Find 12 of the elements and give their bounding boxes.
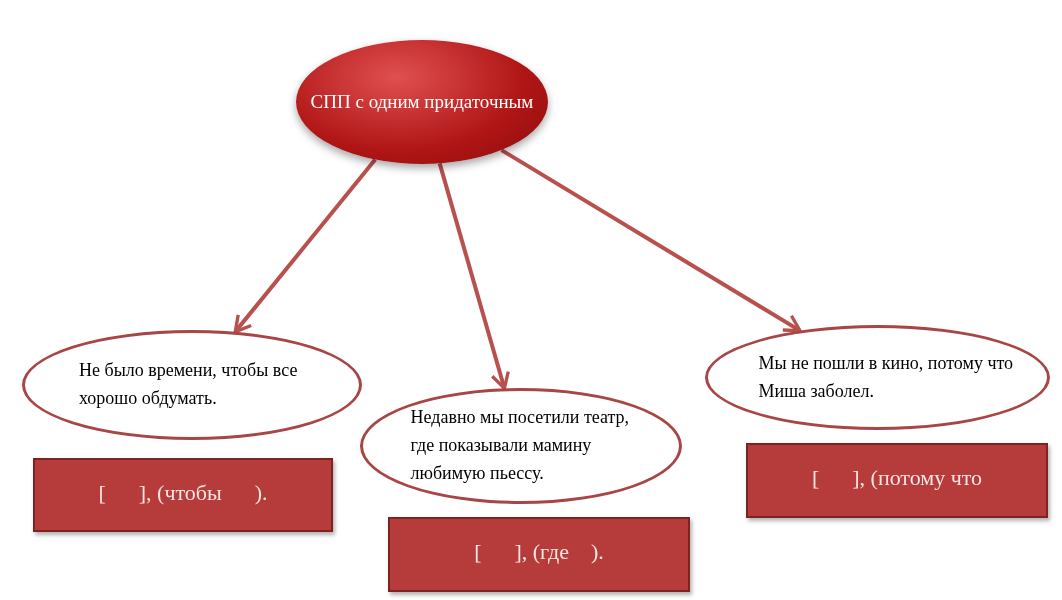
sentence-text: Мы не пошли в кино, потому что Миша заболел. bbox=[758, 351, 1015, 403]
scheme-box bbox=[33, 458, 333, 532]
title-text: СПП с одним придаточным bbox=[310, 89, 534, 114]
scheme-box bbox=[746, 443, 1048, 518]
sentence-text: Не было времени, чтобы все хорошо обдумать. bbox=[79, 359, 299, 410]
scheme-text: [ ], (потому что bbox=[811, 464, 983, 492]
arrow bbox=[500, 148, 802, 333]
scheme-text: [ ], (чтобы ). bbox=[98, 479, 268, 507]
scheme-box bbox=[388, 517, 690, 592]
scheme-text: [ ], (где ). bbox=[474, 538, 604, 566]
sentence-text: Недавно мы посетили театр, где показывали мамину любимую пьессу. bbox=[410, 406, 631, 485]
arrow bbox=[437, 162, 510, 390]
